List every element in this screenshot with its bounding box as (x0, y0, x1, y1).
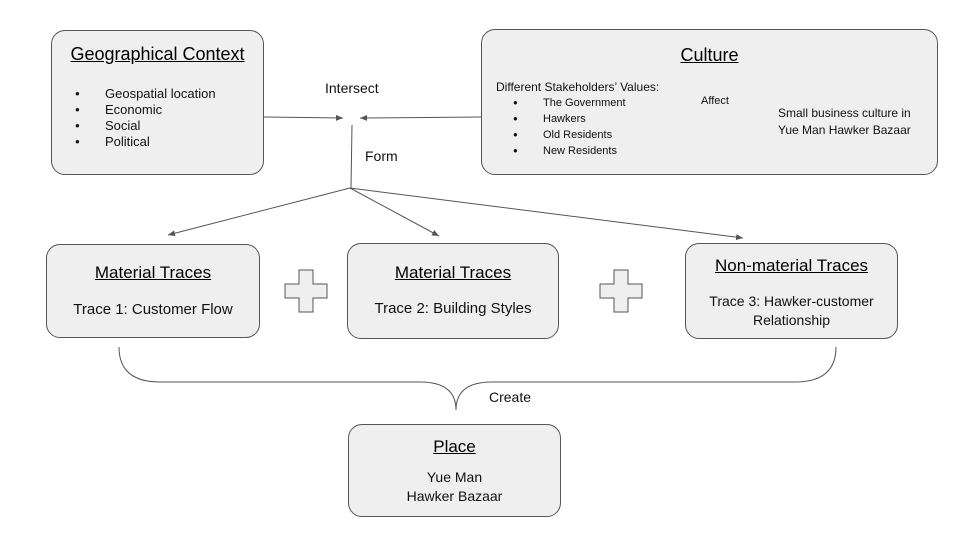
culture-title: Culture (680, 45, 739, 65)
trace-line: Trace 3: Hawker-customer (709, 293, 874, 309)
trace-title: Material Traces (394, 263, 512, 282)
culture-result-line2: Yue Man Hawker Bazaar (778, 123, 911, 137)
stakeholders-list: The Government Hawkers Old Residents New… (513, 95, 626, 159)
geographical-context-title: Geographical Context (70, 44, 245, 64)
form-to-trace2-arrow (349, 187, 440, 237)
culture-box: Culture Different Stakeholders’ Values: … (481, 29, 938, 175)
trace-title: Material Traces (94, 263, 212, 282)
plus-sign-1 (284, 269, 328, 313)
intersect-to-form-line (350, 124, 353, 189)
trace-line: Trace 1: Customer Flow (73, 301, 233, 318)
geographical-context-box: Geographical Context Geospatial location… (51, 30, 264, 175)
list-item: Social (75, 118, 216, 134)
plus-sign-2 (599, 269, 643, 313)
place-line1: Yue Man (426, 469, 483, 485)
affect-label: Affect (701, 95, 729, 107)
brace-create (118, 346, 837, 411)
form-label: Form (365, 148, 398, 164)
list-item: Old Residents (513, 127, 626, 143)
form-to-trace3-arrow (349, 187, 744, 241)
list-item: New Residents (513, 143, 626, 159)
list-item: The Government (513, 95, 626, 111)
list-item: Hawkers (513, 111, 626, 127)
stakeholders-heading: Different Stakeholders’ Values: (496, 80, 660, 94)
place-title: Place (433, 437, 476, 456)
list-item: Geospatial location (75, 86, 216, 102)
trace-box-3: Non-material Traces Trace 3: Hawker-cust… (685, 243, 898, 339)
list-item: Economic (75, 102, 216, 118)
trace-line: Relationship (752, 312, 831, 328)
create-label: Create (489, 389, 532, 405)
trace-title: Non-material Traces (714, 256, 869, 275)
list-item: Political (75, 134, 216, 150)
culture-to-intersect-arrow (359, 114, 482, 121)
trace-line: Trace 2: Building Styles (374, 300, 532, 317)
trace-box-1: Material Traces Trace 1: Customer Flow (46, 244, 260, 338)
culture-result-line1: Small business culture in (778, 106, 911, 120)
trace-box-2: Material Traces Trace 2: Building Styles (347, 243, 559, 339)
form-to-trace1-arrow (167, 187, 351, 237)
place-box: Place Yue Man Hawker Bazaar (348, 424, 561, 517)
geo-to-intersect-arrow (263, 114, 344, 121)
intersect-label: Intersect (325, 80, 379, 96)
place-line2: Hawker Bazaar (406, 488, 503, 504)
geographical-context-list: Geospatial location Economic Social Poli… (75, 86, 216, 150)
